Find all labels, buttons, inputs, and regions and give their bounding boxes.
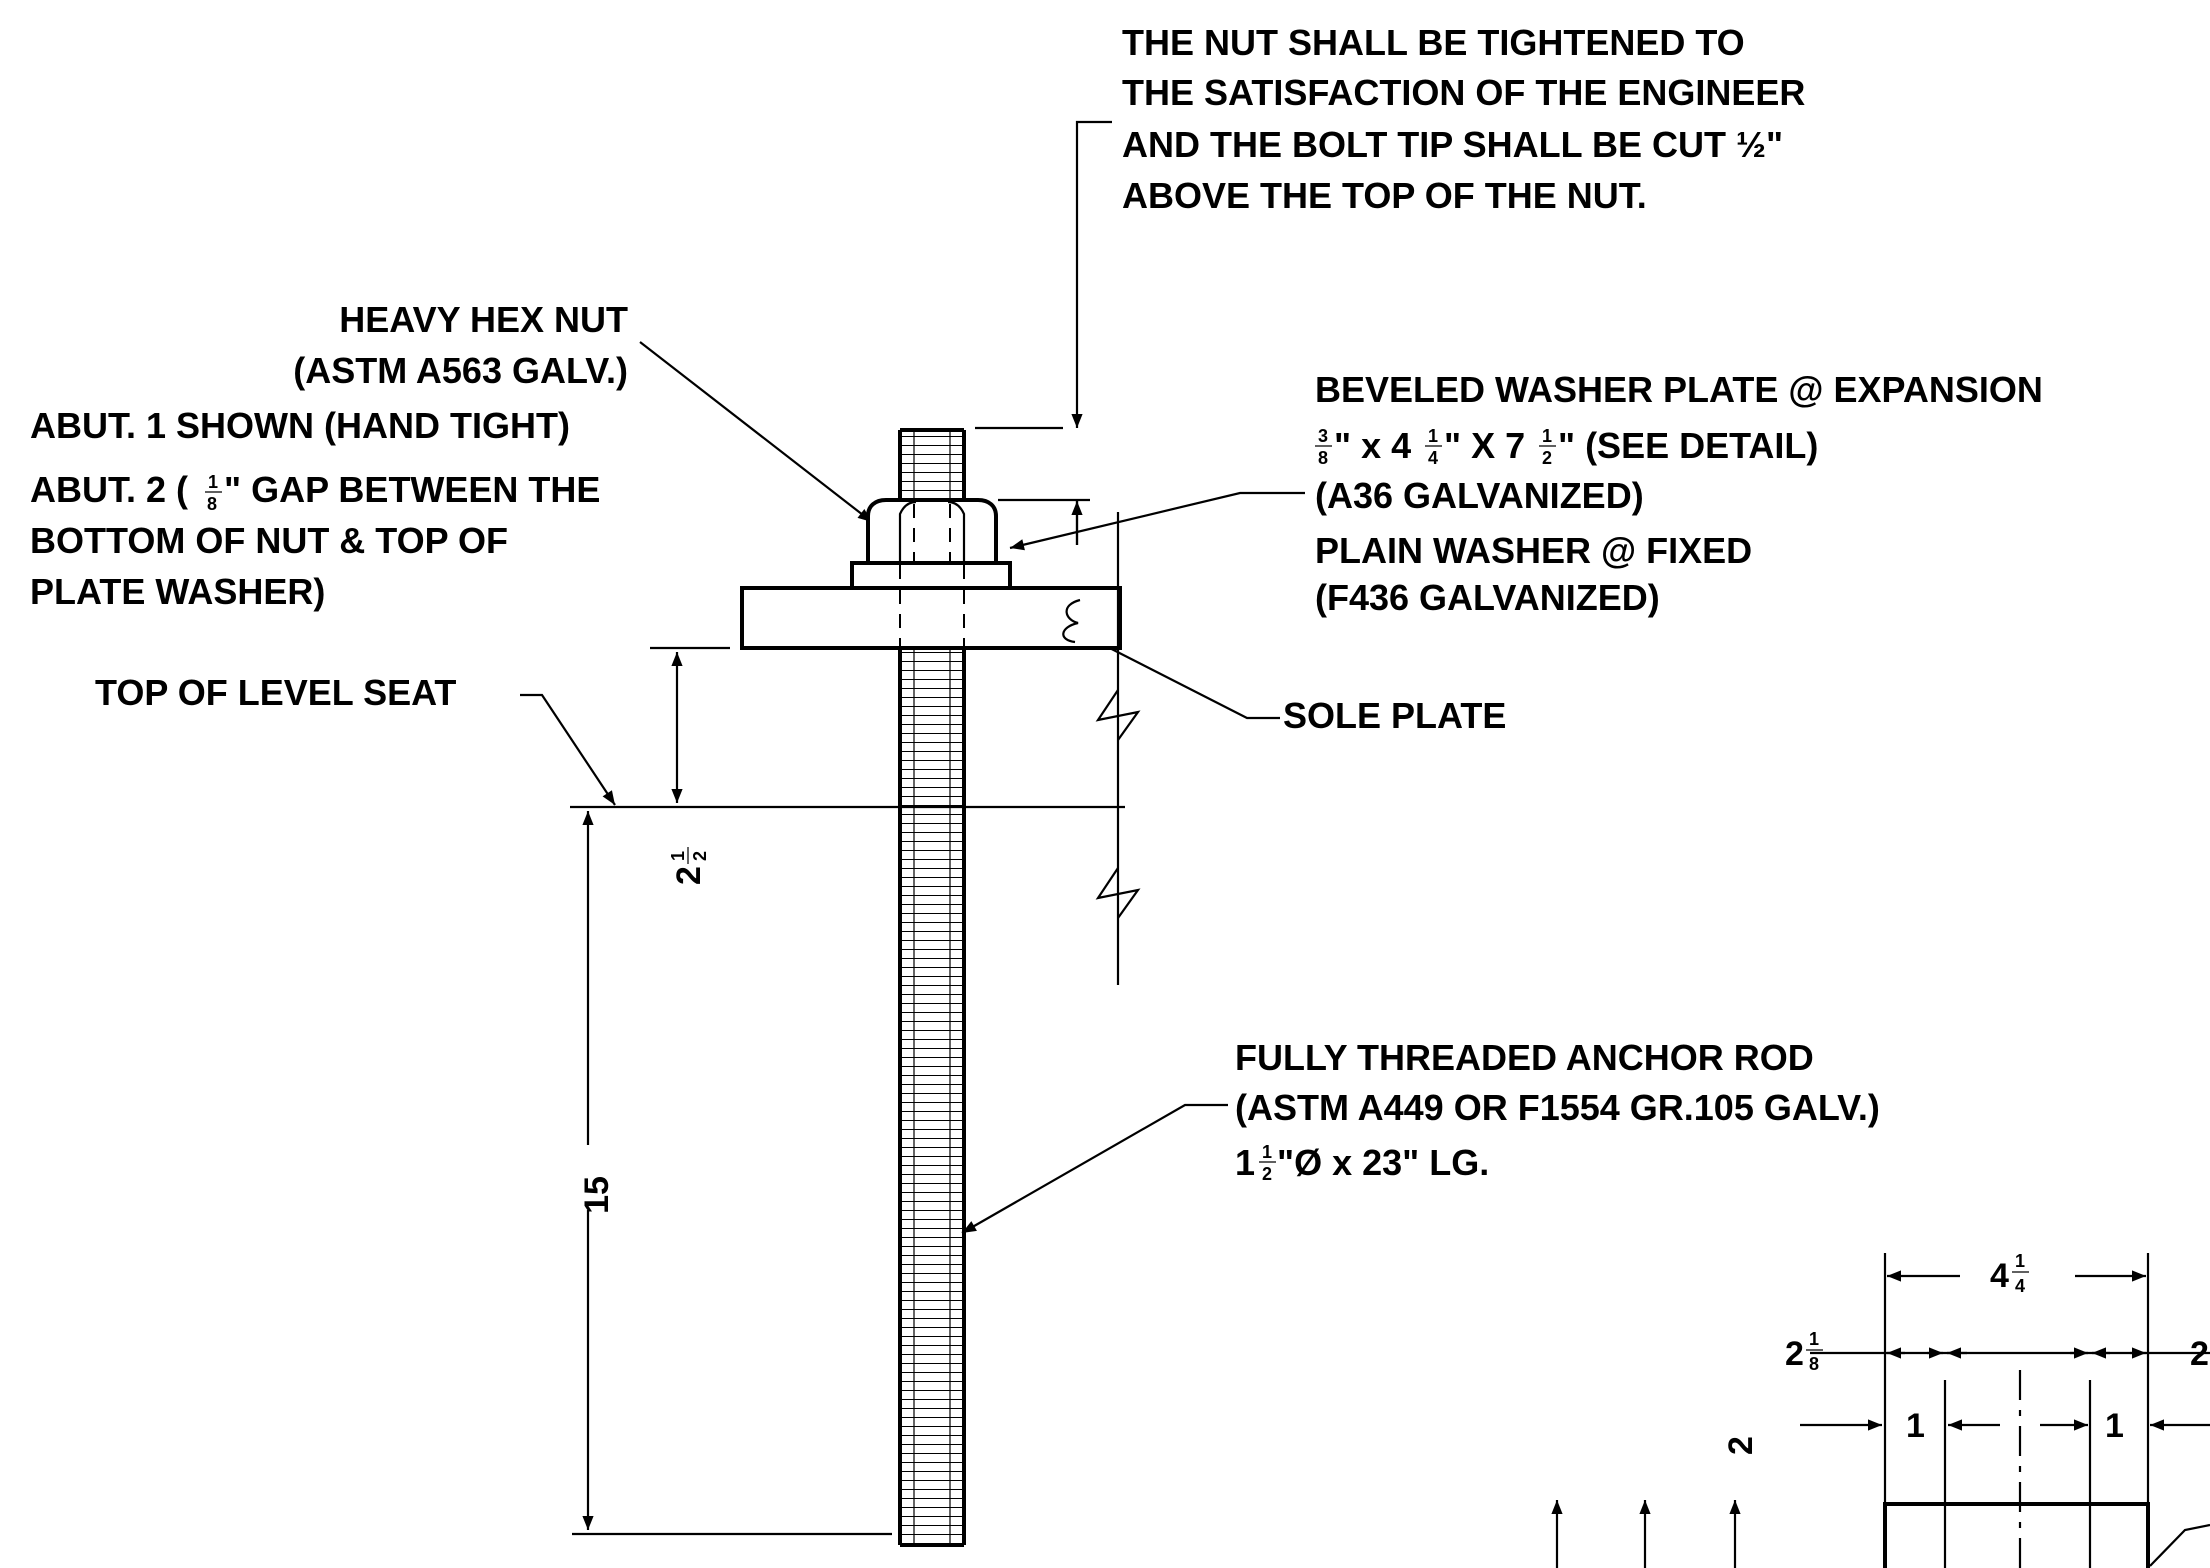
rod-dia-den: 2 <box>1262 1164 1272 1184</box>
hex-nut-label: HEAVY HEX NUT <box>339 299 628 340</box>
rise-dimension: 2 1 2 <box>668 652 710 885</box>
sole-plate-leader <box>1089 637 1280 720</box>
washer-thk-den: 8 <box>1318 448 1328 468</box>
detail-edge-left-den: 8 <box>1809 1354 1819 1374</box>
level-seat-leader <box>520 693 616 806</box>
washer-dim-b: " x 4 <box>1334 425 1411 466</box>
svg-text:ABUT. 2 (: ABUT. 2 ( <box>30 469 188 510</box>
washer-l-den: 2 <box>1542 448 1552 468</box>
washer-plate-detail: 4 1 4 2 1 8 2 1 1 2 <box>1551 1251 2210 1568</box>
detail-edge-left-num: 1 <box>1809 1329 1819 1349</box>
anchor-rod-leader <box>961 1103 1228 1234</box>
anchor-rod-line1: FULLY THREADED ANCHOR ROD <box>1235 1037 1814 1078</box>
washer-dim-c: " X 7 <box>1444 425 1525 466</box>
nut-note-line-2: THE SATISFACTION OF THE ENGINEER <box>1122 72 1805 113</box>
detail-width-num: 1 <box>2015 1251 2025 1271</box>
hex-nut-spec: (ASTM A563 GALV.) <box>293 350 628 391</box>
rod-dia-num: 1 <box>1262 1142 1272 1162</box>
embed-dimension: 15 <box>578 811 616 1530</box>
abut2-suffix: " GAP BETWEEN THE <box>224 469 600 510</box>
rise-dim-num: 1 <box>668 851 688 861</box>
detail-width-den: 4 <box>2015 1276 2025 1296</box>
beveled-washer-line3: (A36 GALVANIZED) <box>1315 475 1644 516</box>
nut-note-leader <box>1071 120 1112 428</box>
detail-width-whole: 4 <box>1990 1257 2009 1295</box>
heavy-hex-nut <box>866 498 998 565</box>
nut-note-line-3: AND THE BOLT TIP SHALL BE CUT ½" <box>1122 124 1783 165</box>
anchor-rod-line2: (ASTM A449 OR F1554 GR.105 GALV.) <box>1235 1087 1880 1128</box>
washer-w-den: 4 <box>1428 448 1438 468</box>
plate-washer <box>850 561 1012 590</box>
detail-one-left: 1 <box>1906 1407 1925 1445</box>
detail-edge-left-whole: 2 <box>1785 1335 1804 1373</box>
girder-break-line <box>1095 512 1141 985</box>
abut2-prefix: ABUT. 2 ( <box>30 469 188 510</box>
nut-note-line-4: ABOVE THE TOP OF THE NUT. <box>1122 175 1647 216</box>
washer-leader <box>1009 491 1305 551</box>
washer-thk-num: 3 <box>1318 426 1328 446</box>
hex-nut-note: HEAVY HEX NUT (ASTM A563 GALV.) <box>293 299 628 391</box>
abut2-frac-den: 8 <box>207 494 217 514</box>
plain-washer-spec: (F436 GALVANIZED) <box>1315 577 1660 618</box>
detail-edge-right: 2 <box>2190 1335 2209 1373</box>
sole-plate <box>740 586 1122 650</box>
abut2-line2: BOTTOM OF NUT & TOP OF <box>30 520 508 561</box>
anchor-rod-l3a: 1 <box>1235 1142 1255 1183</box>
abut2-note: ABUT. 2 ( 1 8 " GAP BETWEEN THE BOTTOM O… <box>30 469 600 612</box>
anchor-rod-l3b: "Ø x 23" LG. <box>1277 1142 1489 1183</box>
detail-one-right: 1 <box>2105 1407 2124 1445</box>
abut2-line3: PLATE WASHER) <box>30 571 325 612</box>
washer-l-num: 1 <box>1542 426 1552 446</box>
hex-nut-leader <box>639 341 873 523</box>
abut1-note: ABUT. 1 SHOWN (HAND TIGHT) <box>30 405 570 446</box>
beveled-washer-note: BEVELED WASHER PLATE @ EXPANSION 3 8 " x… <box>1315 369 2043 618</box>
washer-w-num: 1 <box>1428 426 1438 446</box>
abut2-frac-num: 1 <box>208 472 218 492</box>
beveled-washer-line1: BEVELED WASHER PLATE @ EXPANSION <box>1315 369 2043 410</box>
detail-side-dim: 2 <box>1722 1436 1760 1455</box>
plain-washer-line: PLAIN WASHER @ FIXED <box>1315 530 1752 571</box>
embed-dim-text: 15 <box>578 1176 616 1214</box>
washer-dim-d: " (SEE DETAIL) <box>1558 425 1818 466</box>
top-of-level-seat-label: TOP OF LEVEL SEAT <box>95 672 456 713</box>
sole-plate-label: SOLE PLATE <box>1283 695 1506 736</box>
nut-note-line-1: THE NUT SHALL BE TIGHTENED TO <box>1122 22 1745 63</box>
anchor-rod-note: FULLY THREADED ANCHOR ROD (ASTM A449 OR … <box>1235 1037 1880 1184</box>
rise-dim-den: 2 <box>690 851 710 861</box>
nut-tightening-note: THE NUT SHALL BE TIGHTENED TO THE SATISF… <box>1122 22 1805 216</box>
rise-dim-whole: 2 <box>670 866 708 885</box>
